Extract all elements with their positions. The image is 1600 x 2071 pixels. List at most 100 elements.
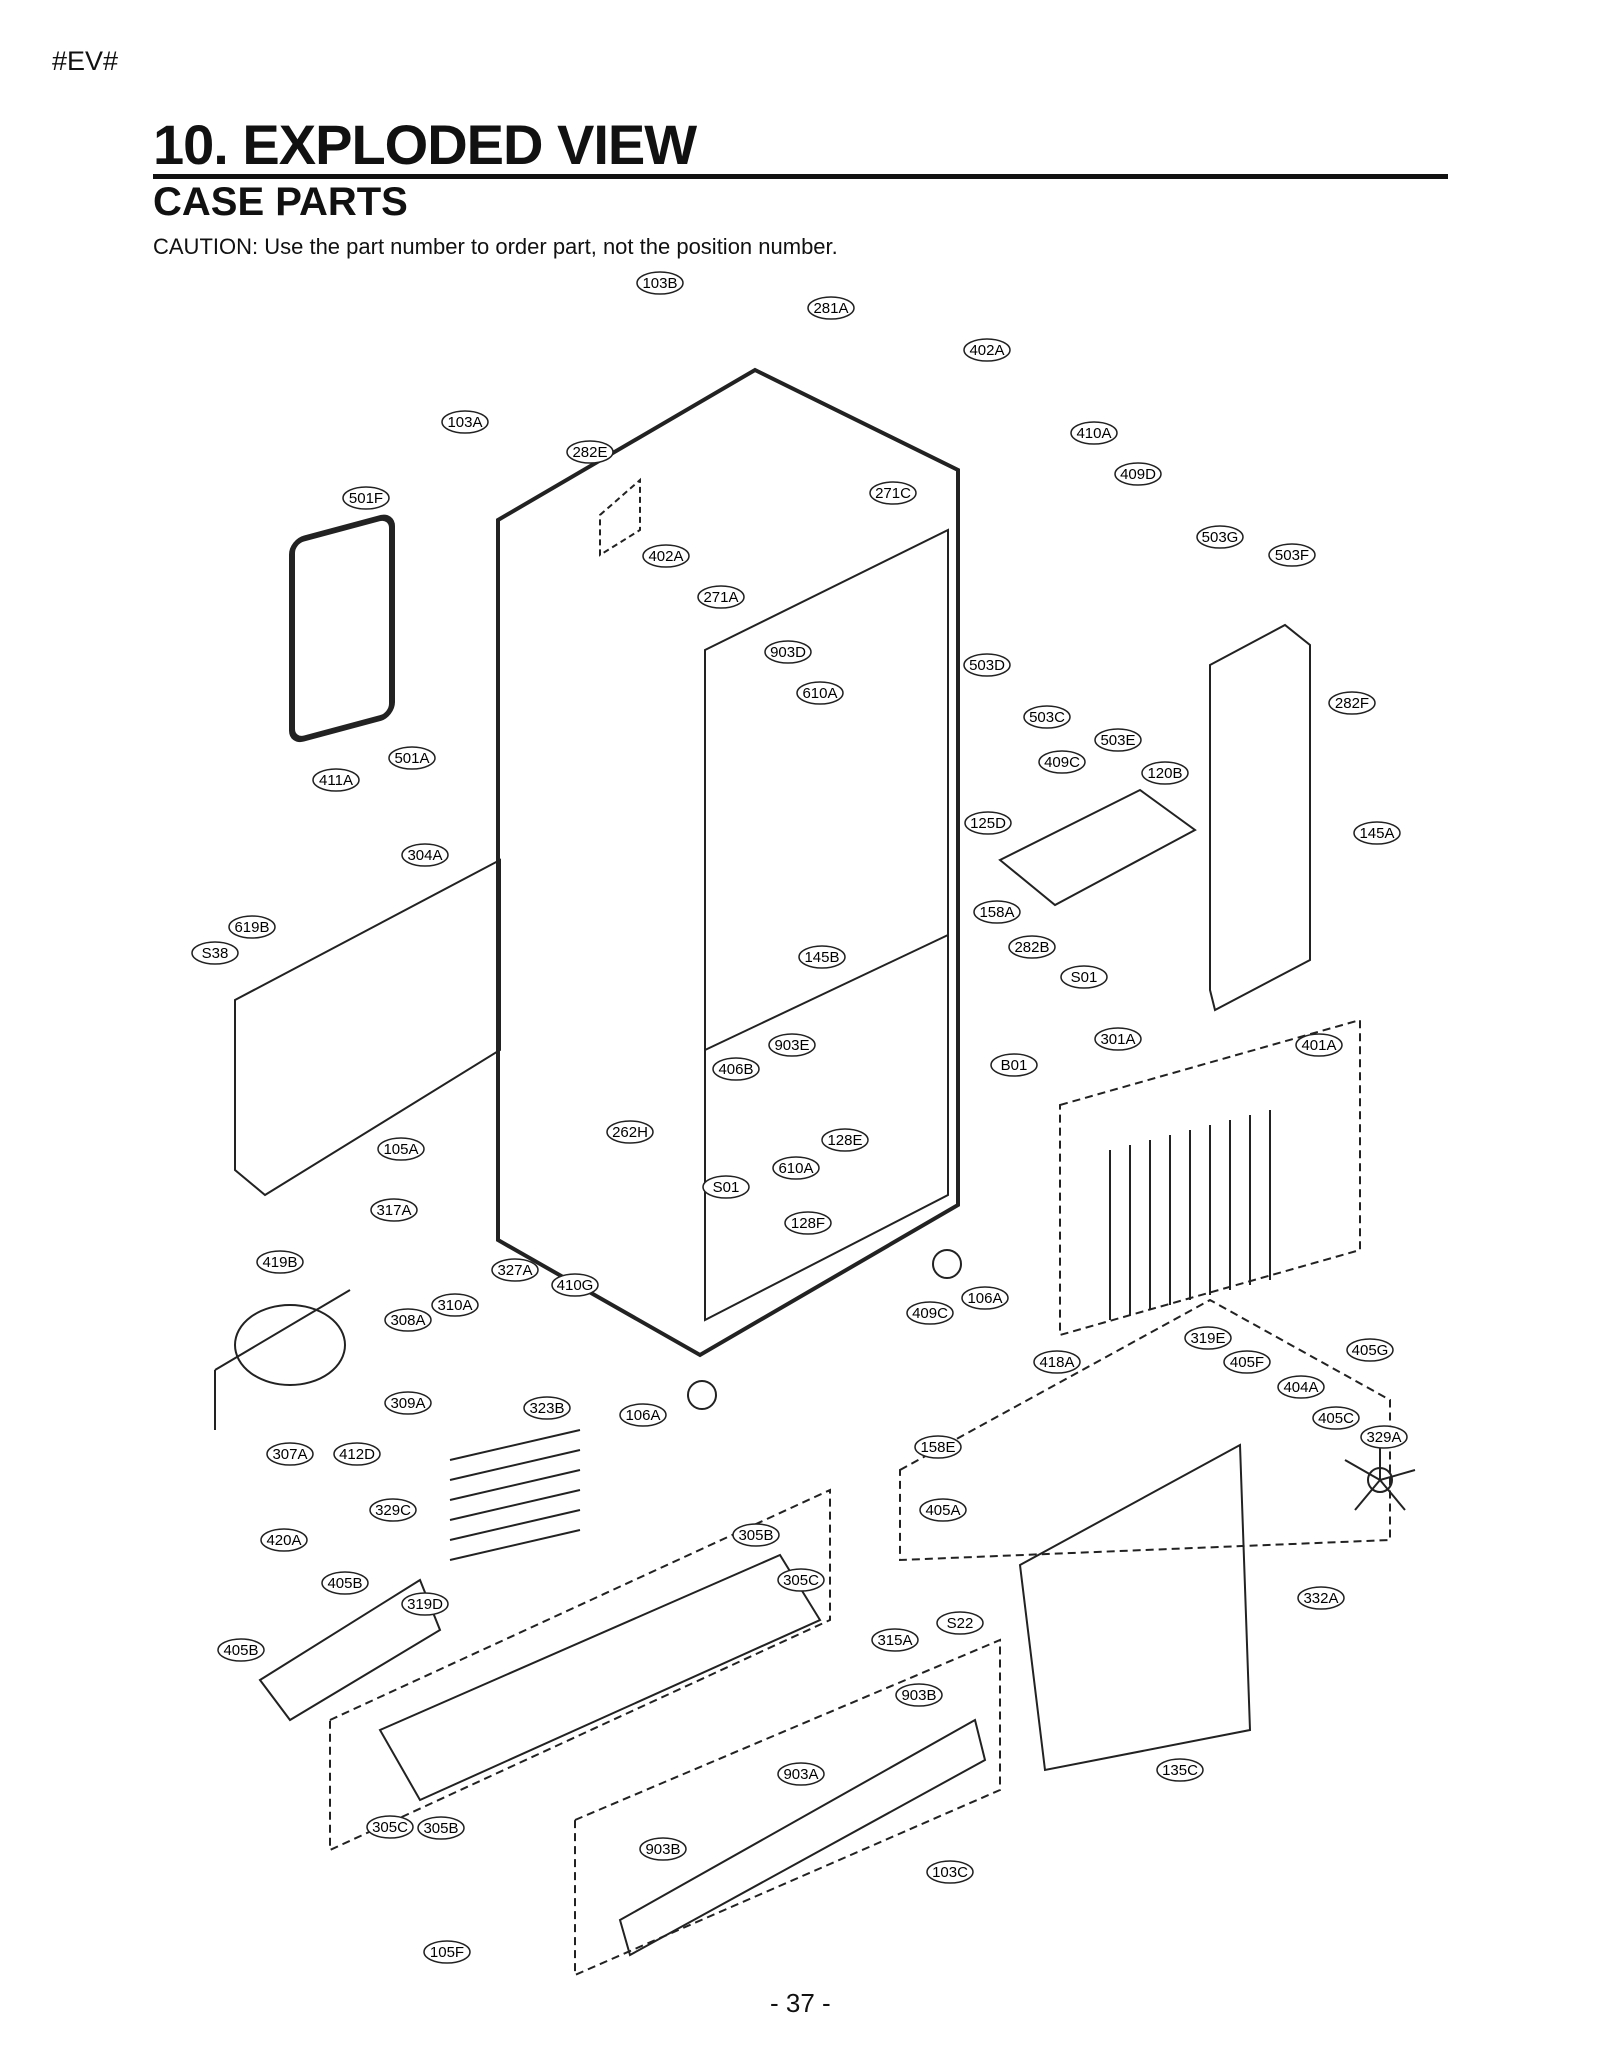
callout-503g-10: 503G — [1196, 525, 1244, 549]
callout-text: 128F — [791, 1215, 825, 1232]
callout-405b-69: 405B — [321, 1571, 369, 1595]
callout-405c-59: 405C — [1312, 1406, 1360, 1430]
callout-bubble — [796, 681, 844, 705]
callout-bubble — [384, 1391, 432, 1415]
callout-text: 103C — [932, 1864, 968, 1881]
callout-text: 125D — [970, 815, 1006, 832]
callout-text: 319E — [1190, 1330, 1225, 1347]
callout-bubble — [384, 1308, 432, 1332]
callout-text: 315A — [877, 1632, 912, 1649]
rear-cover — [1018, 1443, 1252, 1772]
callout-307a-61: 307A — [266, 1442, 314, 1466]
callout-bubble — [1008, 935, 1056, 959]
callout-text: 903B — [901, 1687, 936, 1704]
callout-text: 307A — [272, 1446, 307, 1463]
callout-bubble — [777, 1762, 825, 1786]
callout-text: 308A — [390, 1312, 425, 1329]
callout-text: 405F — [1230, 1354, 1264, 1371]
callout-503d-14: 503D — [963, 653, 1011, 677]
callout-903d-13: 903D — [764, 640, 812, 664]
callout-text: 410A — [1076, 425, 1111, 442]
callout-bubble — [1297, 1586, 1345, 1610]
callout-bubble — [388, 746, 436, 770]
callout-text: 419B — [262, 1254, 297, 1271]
callout-bubble — [639, 1837, 687, 1861]
lower-grille — [618, 1718, 987, 1957]
callout-bubble — [1141, 761, 1189, 785]
callout-503e-17: 503E — [1094, 728, 1142, 752]
callout-text: 501F — [349, 490, 383, 507]
callout-text: 305C — [783, 1572, 819, 1589]
callout-bubble — [936, 1611, 984, 1635]
callout-text: 120B — [1147, 765, 1182, 782]
callout-619b-27: 619B — [228, 915, 276, 939]
callout-text: 329C — [375, 1502, 411, 1519]
callout-text: S38 — [202, 945, 229, 962]
callout-bubble — [768, 1033, 816, 1057]
callout-145a-25: 145A — [1353, 821, 1401, 845]
callout-bubble — [417, 1816, 465, 1840]
callout-305b-67: 305B — [732, 1523, 780, 1547]
shelf-158a — [998, 788, 1197, 907]
callout-bubble — [566, 440, 614, 464]
callout-bubble — [914, 1435, 962, 1459]
callout-bubble — [423, 1940, 471, 1964]
callout-405g-54: 405G — [1346, 1338, 1394, 1362]
callout-262h-37: 262H — [606, 1120, 654, 1144]
callout-420a-66: 420A — [260, 1528, 308, 1552]
callout-text: 406B — [718, 1061, 753, 1078]
callout-bubble — [606, 1120, 654, 1144]
callout-103c-81: 103C — [926, 1860, 974, 1884]
callout-401a-36: 401A — [1295, 1033, 1343, 1057]
callout-405a-64: 405A — [919, 1498, 967, 1522]
callout-text: 327A — [497, 1262, 532, 1279]
callout-text: 282B — [1014, 939, 1049, 956]
callout-bubble — [807, 296, 855, 320]
callout-319e-52: 319E — [1184, 1326, 1232, 1350]
callout-405b-74: 405B — [217, 1638, 265, 1662]
callout-bubble — [702, 1175, 750, 1199]
callout-410g-46: 410G — [551, 1273, 599, 1297]
callout-text: 405A — [925, 1502, 960, 1519]
callout-text: 402A — [969, 342, 1004, 359]
callout-bubble — [1360, 1425, 1408, 1449]
callout-bubble — [431, 1293, 479, 1317]
callout-404a-56: 404A — [1277, 1375, 1325, 1399]
callout-bubble — [1038, 750, 1086, 774]
callout-text: 304A — [407, 847, 442, 864]
callout-text: 404A — [1283, 1379, 1318, 1396]
callout-406b-33: 406B — [712, 1057, 760, 1081]
callout-labels: 103B281A402A103A282E271C410A409D501F402A… — [191, 271, 1408, 1964]
callout-317a-42: 317A — [370, 1198, 418, 1222]
callout-bubble — [1353, 821, 1401, 845]
callout-410a-6: 410A — [1070, 421, 1118, 445]
callout-text: 405G — [1352, 1342, 1389, 1359]
callout-405f-53: 405F — [1223, 1350, 1271, 1374]
callout-bubble — [963, 653, 1011, 677]
callout-text: 106A — [625, 1407, 660, 1424]
drain-tray — [258, 1578, 442, 1722]
callout-bubble — [1023, 705, 1071, 729]
callout-903b-75: 903B — [895, 1683, 943, 1707]
drawing-strokes — [214, 367, 1416, 1977]
callout-bubble — [871, 1628, 919, 1652]
callout-409c-20: 409C — [1038, 750, 1086, 774]
callout-text: 305B — [738, 1527, 773, 1544]
callout-409d-7: 409D — [1114, 462, 1162, 486]
callout-128f-43: 128F — [784, 1211, 832, 1235]
callout-text: 317A — [376, 1202, 411, 1219]
callout-bubble — [1295, 1033, 1343, 1057]
callout-bubble — [772, 1156, 820, 1180]
callout-bubble — [784, 1211, 832, 1235]
top-hinge — [599, 477, 641, 557]
callout-text: 409D — [1120, 466, 1156, 483]
callout-bubble — [491, 1258, 539, 1282]
callout-bubble — [523, 1396, 571, 1420]
callout-text: 410G — [557, 1277, 594, 1294]
callout-text: 106A — [967, 1290, 1002, 1307]
callout-bubble — [217, 1638, 265, 1662]
gasket-frame — [289, 514, 395, 743]
callout-text: 145B — [804, 949, 839, 966]
callout-text: 301A — [1100, 1031, 1135, 1048]
callout-bubble — [1114, 462, 1162, 486]
